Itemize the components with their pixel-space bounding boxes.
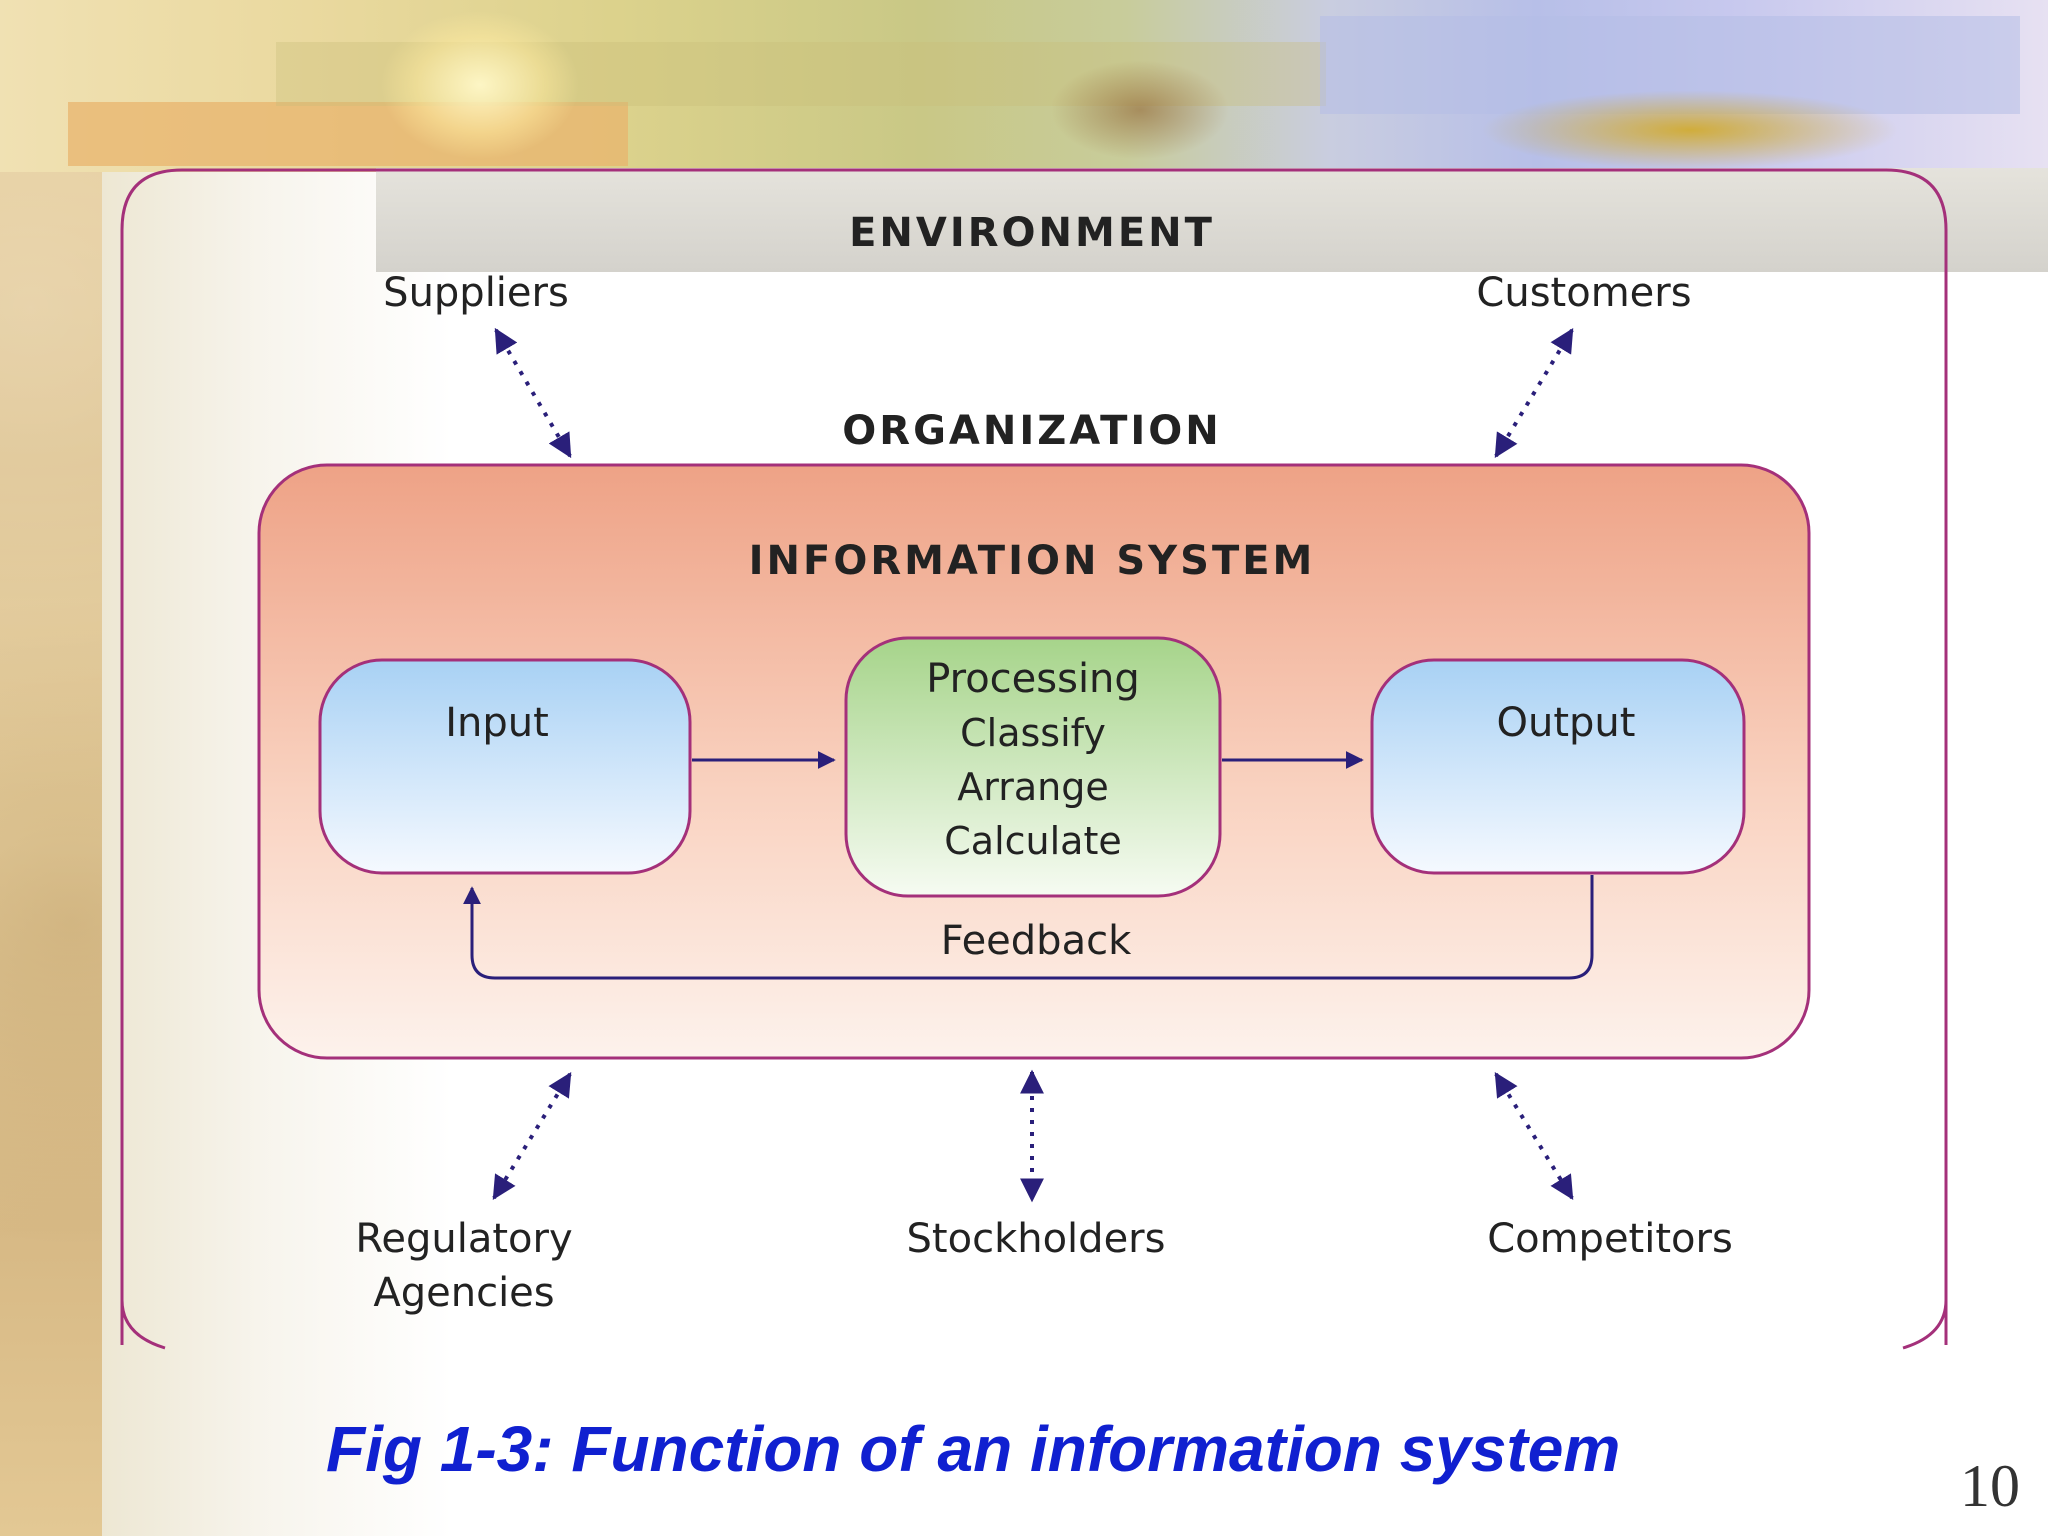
stockholders-label: Stockholders [907, 1216, 1166, 1262]
page-number: 10 [1960, 1453, 2020, 1519]
input-box [318, 658, 692, 875]
input-label: Input [445, 700, 549, 746]
competitors-link-arrow [1494, 1071, 1574, 1201]
suppliers-link-arrow [494, 327, 572, 459]
customers-label: Customers [1476, 270, 1691, 316]
regulatory-agencies-label-line2: Agencies [373, 1270, 554, 1316]
competitors-label: Competitors [1487, 1216, 1733, 1262]
environment-header-strip [376, 168, 2048, 272]
decorative-banner [0, 0, 2048, 172]
parchment-texture [0, 0, 102, 1536]
regulatory-agencies-label-line1: Regulatory [355, 1216, 572, 1262]
customers-link-arrow [1494, 327, 1574, 459]
environment-boundary-corner-left [120, 1299, 166, 1350]
environment-boundary-corner-right [1902, 1299, 1948, 1350]
environment-label: ENVIRONMENT [849, 210, 1215, 256]
information-system-label: INFORMATION SYSTEM [749, 538, 1316, 584]
environment-boundary [120, 168, 1948, 1345]
output-box [1370, 658, 1746, 875]
processing-box [844, 636, 1222, 898]
organization-label: ORGANIZATION [842, 408, 1221, 454]
processing-step: Classify [960, 711, 1106, 755]
processing-title: Processing [926, 656, 1140, 702]
feedback-loop-arrow [463, 875, 1594, 980]
regulatory-link-arrow [492, 1071, 572, 1201]
processing-step: Calculate [944, 819, 1121, 863]
suppliers-label: Suppliers [383, 270, 569, 316]
feedback-label: Feedback [941, 918, 1132, 964]
output-label: Output [1497, 700, 1636, 746]
figure-caption: Fig 1-3: Function of an information syst… [326, 1413, 1621, 1485]
processing-step: Arrange [957, 765, 1108, 809]
